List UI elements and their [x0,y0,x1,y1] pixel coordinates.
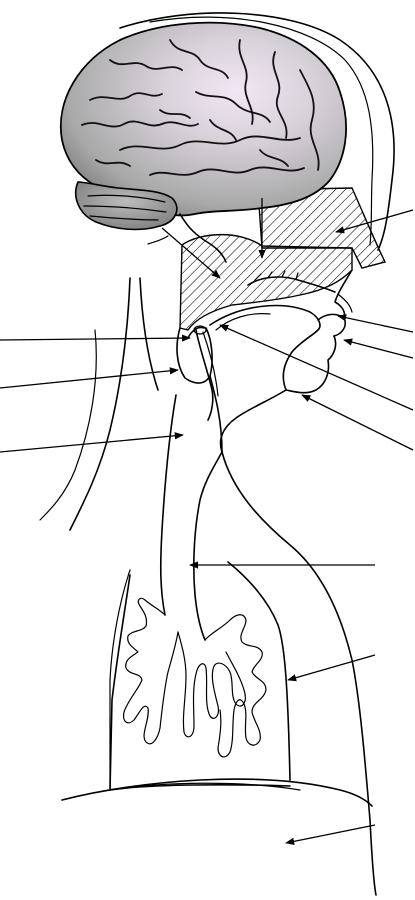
pointer-velum-left [0,338,190,340]
pointer-epiglottis [0,370,178,388]
neck-and-torso-outline [40,278,376,895]
pointer-larynx [0,435,183,452]
pharynx [177,326,218,420]
pointer-lungs [288,655,375,680]
left-bronchi [124,598,246,743]
pointer-upper-lip [338,316,413,332]
pointer-tongue [220,325,413,410]
trachea [161,376,222,640]
pointer-lower-lip [344,340,413,358]
pointer-diaphragm [286,825,375,843]
thoracic-cavity [110,562,290,790]
right-bronchi [205,615,266,757]
